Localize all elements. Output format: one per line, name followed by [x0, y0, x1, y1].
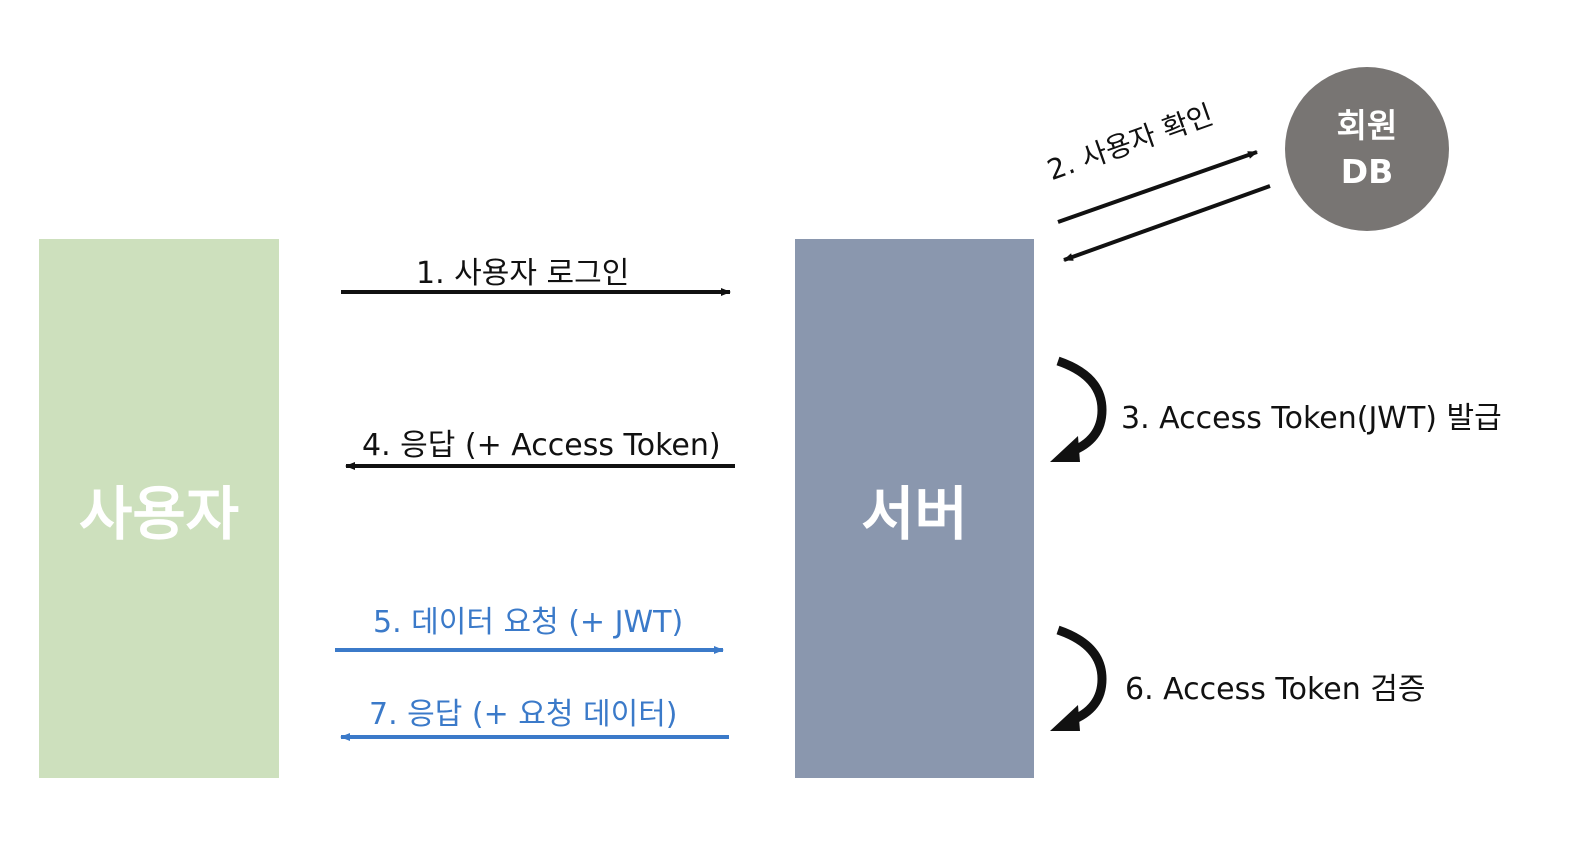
user-node-label: 사용자 — [78, 479, 240, 548]
db-label-line1: 회원 — [1336, 106, 1398, 145]
self-loop-arrow-issue — [1050, 356, 1107, 462]
step4-label: 4. 응답 (+ Access Token) — [362, 428, 721, 463]
user-node: 사용자 — [39, 239, 279, 778]
arrow-db-to-server — [1063, 184, 1271, 262]
arrow-server-to-db — [1057, 150, 1258, 224]
step7-label: 7. 응답 (+ 요청 데이터) — [369, 697, 678, 732]
self-loop-arrow-verify — [1050, 625, 1107, 731]
step1-label: 1. 사용자 로그인 — [416, 256, 630, 291]
step6-label: 6. Access Token 검증 — [1125, 672, 1426, 707]
server-node: 서버 — [795, 239, 1034, 778]
db-label-line2: DB — [1340, 152, 1394, 191]
member-db-node: 회원 DB — [1285, 67, 1449, 231]
step3-label: 3. Access Token(JWT) 발급 — [1121, 401, 1502, 436]
step5-label: 5. 데이터 요청 (+ JWT) — [373, 605, 684, 640]
server-node-label: 서버 — [861, 479, 968, 548]
